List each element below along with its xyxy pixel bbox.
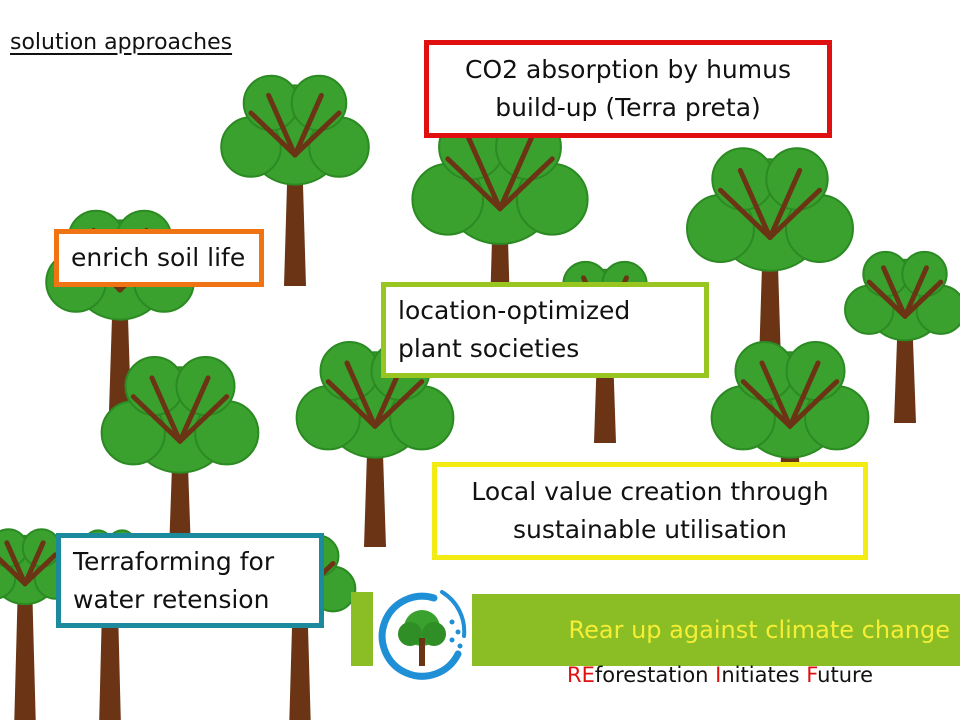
banner-stripe [351,592,373,666]
tree-1 [220,74,370,286]
tree-9 [710,341,870,492]
local-value-box: Local value creation through sustainable… [432,462,868,560]
tagline-uture: uture [817,663,874,687]
tagline-f: F [806,663,818,687]
co2-line-2: build-up (Terra preta) [495,93,761,122]
tagline-re: RE [567,663,595,687]
tree-5 [844,250,960,423]
enrich-soil-box: enrich soil life [54,229,264,287]
terraforming-box: Terraforming for water retension [56,533,324,628]
tagline-i: I [715,663,722,687]
value-line-2: sustainable utilisation [513,515,787,544]
water-line-2: water retension [73,584,270,614]
tree-4 [686,147,854,363]
reforestation-logo-icon [378,590,467,680]
plant-line-1: location-optimized [398,296,631,325]
tagline-forestation: forestation [594,663,716,687]
heading: solution approaches [10,30,233,55]
co2-absorption-box: CO2 absorption by humus build-up (Terra … [424,40,832,138]
plant-societies-box: location-optimized plant societies [381,282,709,378]
value-line-1: Local value creation through [471,477,829,506]
tagline-nitiates: nitiates [721,663,807,687]
plant-line-2: plant societies [398,334,580,363]
water-line-1: Terraforming for [73,546,275,576]
tree-6 [100,356,260,552]
soil-line-1: enrich soil life [71,243,246,272]
co2-line-1: CO2 absorption by humus [464,55,791,84]
tagline: REforestation Initiates Future [567,663,873,687]
slogan-banner: Rear up against climate change [472,594,960,666]
